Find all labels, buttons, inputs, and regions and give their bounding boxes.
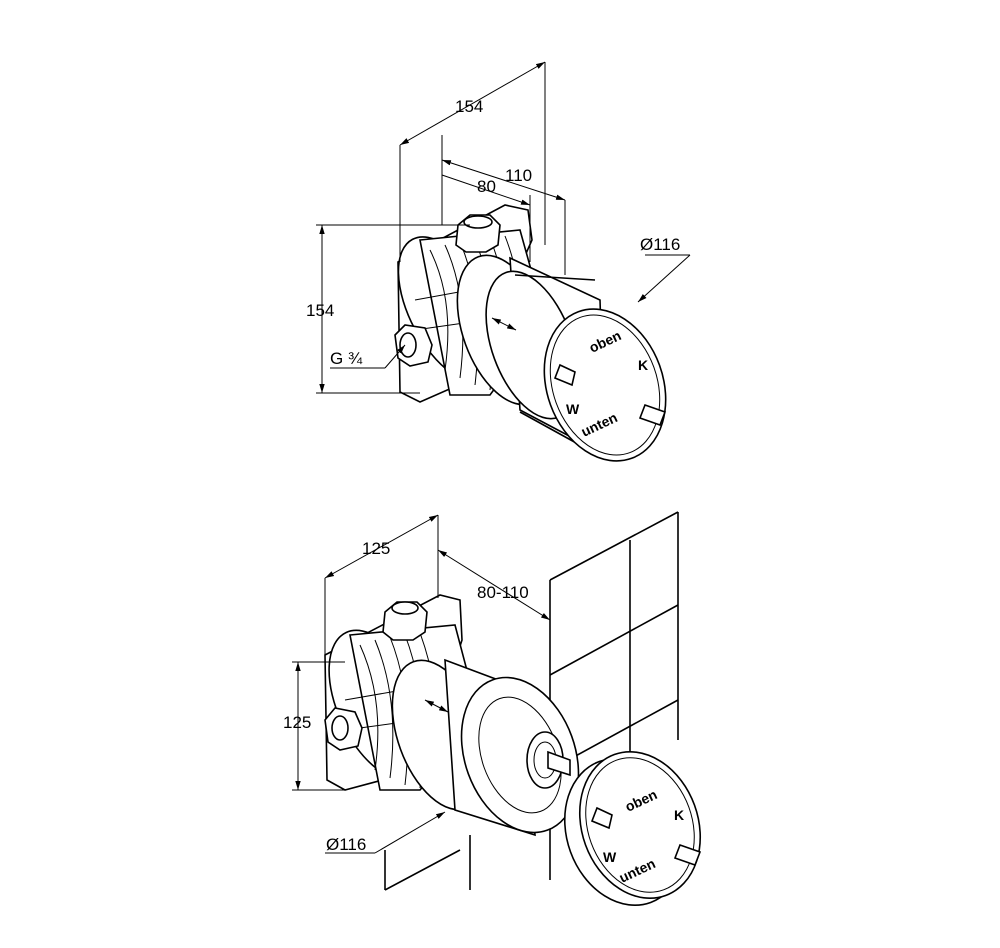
dim-height-top: 154: [306, 301, 334, 320]
dim-depth-total: 154: [455, 97, 483, 116]
dim-depth-bottom: 125: [362, 539, 390, 558]
cap-label-right: K: [638, 357, 648, 373]
dim-diameter-bottom: Ø116: [326, 835, 366, 854]
top-valve-body: [394, 204, 667, 462]
spindle-icon: [547, 750, 571, 777]
dim-diameter-top: Ø116: [640, 235, 680, 254]
dim-range-bottom: 80-110: [477, 583, 529, 602]
dim-depth-80: 80: [477, 177, 496, 196]
cap-label-left: W: [603, 849, 617, 865]
cap-label-left: W: [566, 401, 580, 417]
bottom-cap: [563, 750, 702, 907]
top-dimensions: [316, 61, 691, 394]
dim-height-bottom: 125: [283, 713, 311, 732]
bottom-valve-body: [324, 594, 580, 837]
cap-label-right: K: [674, 807, 684, 823]
dim-depth-110: 110: [505, 166, 532, 185]
bottom-dimensions: [292, 514, 551, 854]
thread-label: G ¾: [330, 349, 363, 368]
